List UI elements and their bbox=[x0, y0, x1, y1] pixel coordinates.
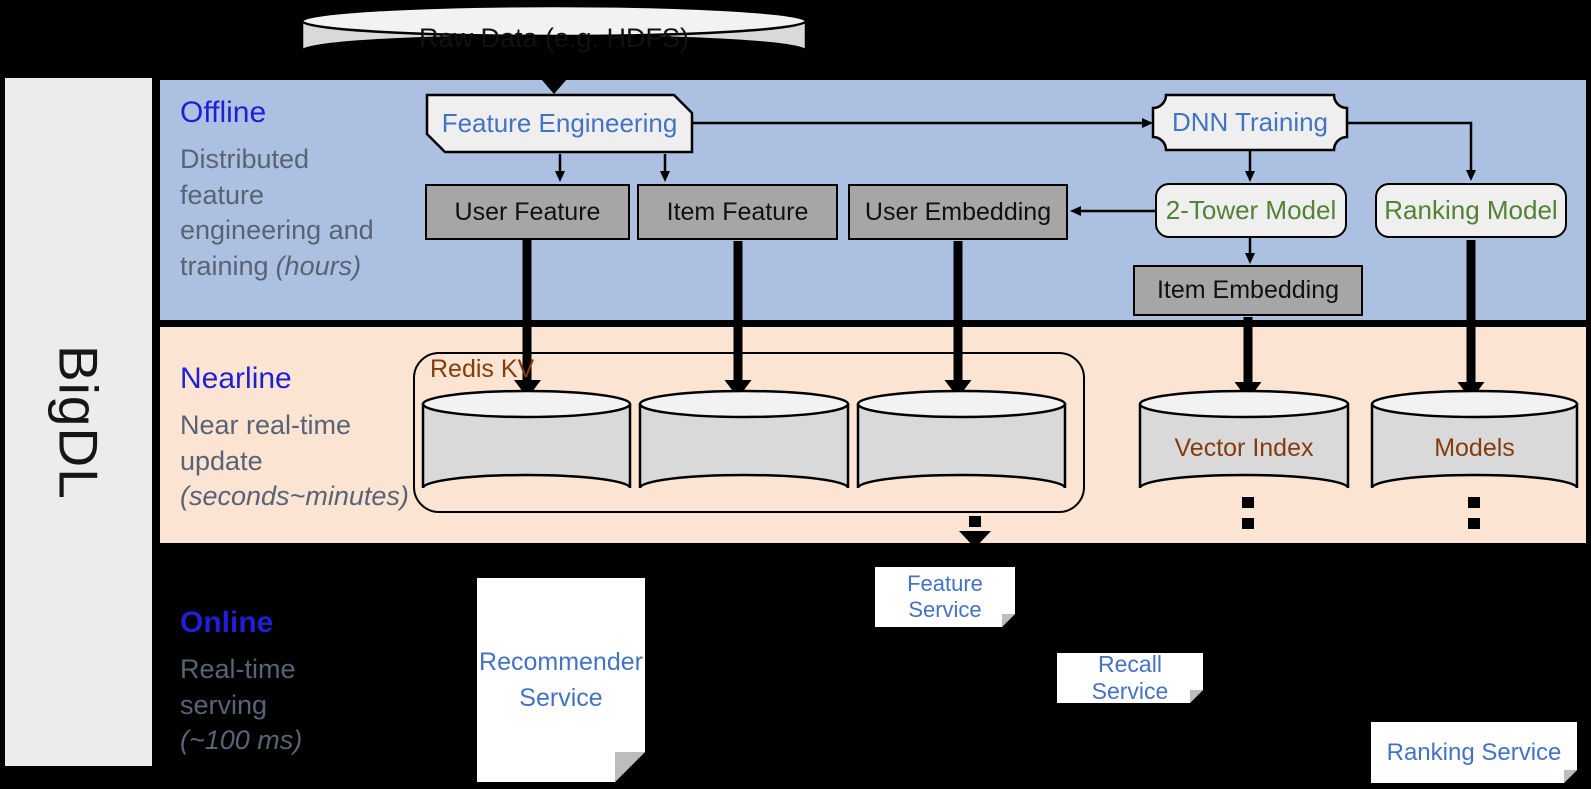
ranking-service-label: Ranking Service bbox=[1386, 738, 1562, 766]
online-desc-text: Real-time serving bbox=[180, 654, 296, 720]
online-band-label: Online bbox=[180, 606, 274, 639]
user-feature-label: User Feature bbox=[454, 197, 601, 226]
item-embedding-box: Item Embedding bbox=[1133, 265, 1363, 316]
item-feature-box: Item Feature bbox=[637, 184, 838, 240]
recommender-service-label: Recommender Service bbox=[479, 647, 643, 712]
ranking-service-card: Ranking Service bbox=[1371, 722, 1577, 783]
recommender-service-card: Recommender Service bbox=[477, 578, 645, 782]
nearline-band-label: Nearline bbox=[180, 362, 292, 395]
offline-band-description: Distributed feature engineering and trai… bbox=[180, 142, 430, 285]
feature-service-card: Feature Service bbox=[875, 567, 1015, 627]
two-tower-model-box: 2-Tower Model bbox=[1155, 183, 1347, 238]
offline-duration-text: (hours) bbox=[275, 250, 362, 281]
offline-desc-text: Distributed feature engineering and trai… bbox=[180, 144, 374, 281]
online-duration-text: (~100 ms) bbox=[180, 725, 303, 756]
feature-service-label: Feature Service bbox=[907, 571, 983, 622]
redis-kv-label: Redis KV bbox=[430, 355, 535, 383]
bigdl-sidebar: BigDL bbox=[5, 78, 152, 766]
recall-service-card: Recall Service bbox=[1057, 653, 1203, 703]
vector-index-label: Vector Index bbox=[1174, 433, 1314, 462]
bigdl-logo-text: BigDL bbox=[47, 344, 110, 500]
nearline-duration-text: (seconds~minutes) bbox=[180, 481, 409, 512]
dnn-training-label: DNN Training bbox=[1171, 107, 1329, 137]
user-embedding-box: User Embedding bbox=[848, 184, 1068, 240]
nearline-band-description: Near real-time update (seconds~minutes) bbox=[180, 408, 440, 515]
feature-engineering-label: Feature Engineering bbox=[441, 108, 678, 138]
two-tower-model-label: 2-Tower Model bbox=[1165, 195, 1337, 225]
item-embedding-label: Item Embedding bbox=[1156, 276, 1340, 304]
ranking-model-label: Ranking Model bbox=[1384, 195, 1558, 225]
recall-service-label: Recall Service bbox=[1091, 651, 1169, 704]
user-feature-box: User Feature bbox=[425, 184, 630, 240]
item-feature-label: Item Feature bbox=[666, 197, 809, 226]
user-embedding-label: User Embedding bbox=[864, 197, 1052, 226]
models-label: Models bbox=[1434, 433, 1515, 462]
redis-kv-container bbox=[413, 352, 1085, 513]
offline-band-label: Offline bbox=[180, 96, 267, 129]
online-band-description: Real-time serving (~100 ms) bbox=[180, 652, 420, 759]
ranking-model-box: Ranking Model bbox=[1375, 183, 1567, 238]
raw-data-label: Raw Data (e.g. HDFS) bbox=[418, 22, 690, 53]
nearline-desc-text: Near real-time update bbox=[180, 410, 352, 476]
